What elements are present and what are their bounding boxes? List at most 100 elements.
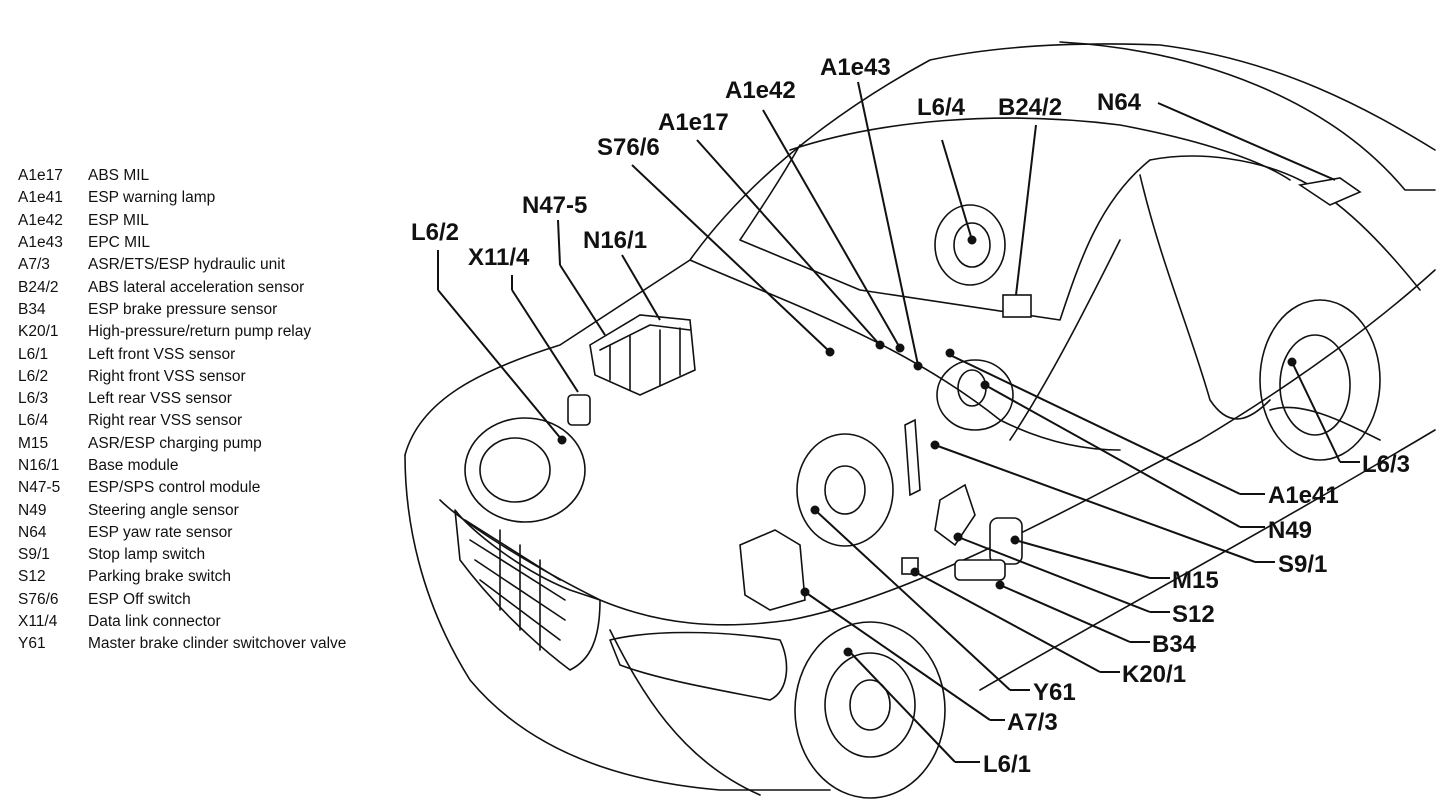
legend-code: S12 xyxy=(18,568,46,586)
legend-row: Y61 Master brake clinder switchover valv… xyxy=(18,633,418,655)
legend-description: EPC MIL xyxy=(88,234,151,252)
legend-code: N64 xyxy=(18,523,47,541)
legend-description: ESP MIL xyxy=(88,211,149,229)
anchor-dots xyxy=(557,235,1297,657)
legend-row: A1e17 ABS MIL xyxy=(18,165,418,187)
legend-description: Steering angle sensor xyxy=(88,501,239,519)
legend-description: ESP yaw rate sensor xyxy=(88,523,233,541)
legend-description: Stop lamp switch xyxy=(88,546,206,564)
legend-row: N47-5 ESP/SPS control module xyxy=(18,477,418,499)
legend-code: K20/1 xyxy=(18,323,59,341)
legend-code: N47-5 xyxy=(18,479,61,497)
legend-row: A1e42 ESP MIL xyxy=(18,210,418,232)
callout-n49: N49 xyxy=(1268,517,1312,544)
legend-row: B24/2 ABS lateral acceleration sensor xyxy=(18,276,418,298)
legend-description: Parking brake switch xyxy=(88,568,232,586)
legend-code: L6/2 xyxy=(18,367,49,385)
callout-s9-1: S9/1 xyxy=(1278,551,1327,578)
component-s9-1 xyxy=(904,418,921,497)
component-x11-4 xyxy=(567,394,591,426)
legend-row: A7/3 ASR/ETS/ESP hydraulic unit xyxy=(18,254,418,276)
legend-row: A1e43 EPC MIL xyxy=(18,232,418,254)
legend-description: ESP brake pressure sensor xyxy=(88,300,278,318)
legend-code: S9/1 xyxy=(18,546,50,564)
legend-row: L6/2 Right front VSS sensor xyxy=(18,366,418,388)
legend-code: M15 xyxy=(18,434,49,452)
callout-labels: A1e43 A1e42 A1e17 S76/6 L6/4 B24/2 N64 N… xyxy=(411,54,1410,778)
legend-row: M15 ASR/ESP charging pump xyxy=(18,433,418,455)
legend-description: Right front VSS sensor xyxy=(88,367,246,385)
legend-description: Base module xyxy=(88,457,179,474)
legend-code: N16/1 xyxy=(18,457,60,474)
legend-code: A7/3 xyxy=(18,256,50,274)
callout-a1e42: A1e42 xyxy=(725,77,796,104)
legend-description: Left rear VSS sensor xyxy=(88,390,232,408)
legend-code: A1e42 xyxy=(18,211,63,229)
legend-code: L6/3 xyxy=(18,390,49,408)
callout-s12: S12 xyxy=(1172,601,1215,628)
legend-row: S76/6 ESP Off switch xyxy=(18,589,418,611)
car-body-outline xyxy=(404,41,1436,799)
callout-l6-4: L6/4 xyxy=(917,94,966,121)
legend-description: High-pressure/return pump relay xyxy=(88,323,312,341)
callout-l6-2: L6/2 xyxy=(411,219,459,246)
callout-b34: B34 xyxy=(1152,631,1197,658)
component-legend: A1e17 ABS MIL A1e41 ESP warning lamp A1e… xyxy=(18,165,418,656)
legend-description: ABS MIL xyxy=(88,167,150,185)
legend-description: ASR/ETS/ESP hydraulic unit xyxy=(88,256,285,274)
legend-row: N16/1 Base module xyxy=(18,455,418,477)
legend-description: ESP Off switch xyxy=(88,590,191,608)
legend-row: S12 Parking brake switch xyxy=(18,566,418,588)
legend-code: Y61 xyxy=(18,635,46,653)
legend-row: L6/4 Right rear VSS sensor xyxy=(18,410,418,432)
callout-n47-5: N47-5 xyxy=(522,192,587,219)
legend-row: K20/1 High-pressure/return pump relay xyxy=(18,321,418,343)
legend-code: B34 xyxy=(18,300,46,318)
callout-x11-4: X11/4 xyxy=(468,244,530,271)
legend-row: N49 Steering angle sensor xyxy=(18,499,418,521)
legend-row: X11/4 Data link connector xyxy=(18,611,418,633)
legend-row: L6/1 Left front VSS sensor xyxy=(18,343,418,365)
component-b24-2 xyxy=(1002,294,1032,318)
callout-a1e17: A1e17 xyxy=(658,109,729,136)
legend-code: A1e41 xyxy=(18,189,63,207)
callout-l6-1: L6/1 xyxy=(983,751,1031,778)
legend-description: ESP/SPS control module xyxy=(88,479,261,497)
leader-lines xyxy=(437,81,1360,763)
callout-n64: N64 xyxy=(1097,89,1142,116)
component-n64 xyxy=(1297,177,1362,206)
legend-row: A1e41 ESP warning lamp xyxy=(18,187,418,209)
callout-l6-3: L6/3 xyxy=(1362,451,1410,478)
callout-a7-3: A7/3 xyxy=(1007,709,1058,736)
legend-code: S76/6 xyxy=(18,590,59,608)
callout-y61: Y61 xyxy=(1033,679,1076,706)
callout-s76-6: S76/6 xyxy=(597,134,660,161)
legend-description: Data link connector xyxy=(88,613,221,631)
callout-m15: M15 xyxy=(1172,567,1219,594)
component-s12 xyxy=(934,483,976,547)
callout-n16-1: N16/1 xyxy=(583,227,647,254)
callout-k20-1: K20/1 xyxy=(1122,661,1186,688)
legend-description: Right rear VSS sensor xyxy=(88,412,243,430)
legend-code: L6/4 xyxy=(18,412,49,430)
legend-description: ABS lateral acceleration sensor xyxy=(88,278,305,296)
legend-row: L6/3 Left rear VSS sensor xyxy=(18,388,418,410)
legend-row: N64 ESP yaw rate sensor xyxy=(18,522,418,544)
callout-a1e41: A1e41 xyxy=(1268,482,1339,509)
legend-description: ESP warning lamp xyxy=(88,189,216,207)
legend-code: L6/1 xyxy=(18,345,49,363)
legend-code: X11/4 xyxy=(18,613,58,631)
callout-b24-2: B24/2 xyxy=(998,94,1062,121)
component-n16-1 xyxy=(589,314,696,396)
legend-description: Master brake clinder switchover valve xyxy=(88,635,347,653)
legend-code: N49 xyxy=(18,501,47,519)
component-b34 xyxy=(954,559,1006,581)
component-a7-3 xyxy=(739,529,806,611)
legend-row: S9/1 Stop lamp switch xyxy=(18,544,418,566)
legend-code: B24/2 xyxy=(18,278,59,296)
legend-code: A1e17 xyxy=(18,167,63,185)
legend-description: Left front VSS sensor xyxy=(88,345,236,363)
legend-description: ASR/ESP charging pump xyxy=(88,434,262,452)
callout-a1e43: A1e43 xyxy=(820,54,891,81)
